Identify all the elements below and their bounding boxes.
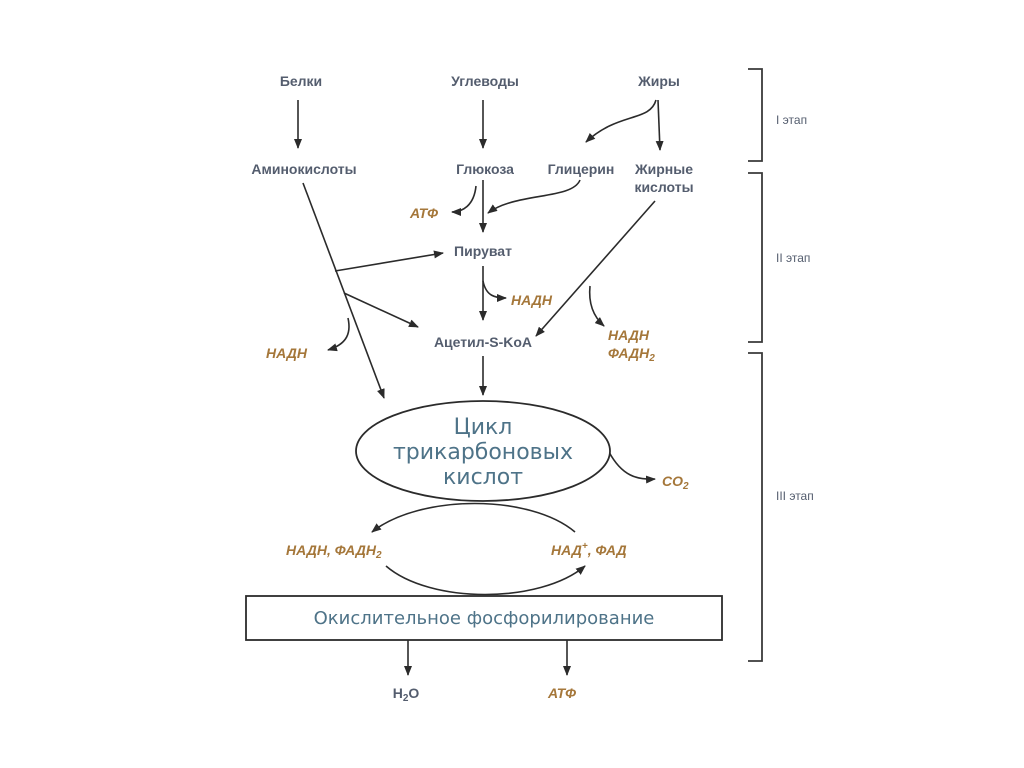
oxphos-label: Окислительное фосфорилирование <box>314 608 655 629</box>
proteins-label: Белки <box>280 73 322 89</box>
arrow-fats-to-fatty-acids <box>655 99 664 151</box>
fadh2-fatty-label: ФАДН2 <box>608 345 655 364</box>
stage2-label: II этап <box>776 251 810 265</box>
arrow-fatty-acids-to-nadh <box>588 285 605 327</box>
nad-fad-label: НАД+, ФАД <box>551 541 627 558</box>
krebs-cycle-ellipse <box>355 400 611 502</box>
stage3-bracket <box>748 352 763 662</box>
glycerol-label: Глицерин <box>548 161 615 177</box>
arrow-nad-to-nadh-cycle <box>371 502 576 533</box>
fats-label: Жиры <box>637 73 680 89</box>
arrow-fats-to-glycerol <box>585 99 657 143</box>
arrow-amino-to-pyruvate <box>334 250 444 272</box>
glucose-label: Глюкоза <box>456 161 514 177</box>
arrow-amino-to-acetyl <box>343 292 419 328</box>
fatty-acids-label-line2: кислоты <box>634 179 693 195</box>
krebs-cycle-line1: Цикл <box>454 415 513 440</box>
nadh-fatty-label: НАДН <box>608 327 650 343</box>
arrow-nadh-cycle-to-nad <box>385 565 586 596</box>
arrow-amino-to-krebs <box>302 182 385 399</box>
stage2-bracket <box>748 172 763 343</box>
stage1-label: I этап <box>776 113 807 127</box>
pyruvate-label: Пируват <box>454 243 512 259</box>
arrow-amino-to-nadh <box>327 317 350 352</box>
atf-bottom-label: АТФ <box>547 685 576 701</box>
nadh-amino-label: НАДН <box>266 345 308 361</box>
krebs-cycle-line2: трикарбоновых <box>393 440 573 465</box>
atf-top-label: АТФ <box>409 205 438 221</box>
krebs-cycle-line3: кислот <box>443 465 523 490</box>
arrow-fatty-acids-to-acetyl <box>535 200 656 337</box>
arrow-krebs-to-co2 <box>608 451 656 484</box>
h2o-label: H2O <box>393 685 420 704</box>
nadh-pyruvate-label: НАДН <box>511 292 553 308</box>
co2-label: CO2 <box>662 473 689 492</box>
amino-acids-label: Аминокислоты <box>251 161 356 177</box>
arrow-glucose-to-atf <box>451 185 477 216</box>
arrow-pyruvate-to-nadh <box>482 280 507 302</box>
arrow-glycerol-to-pyruvate <box>487 179 581 214</box>
nadh-fadh2-cycle-label: НАДН, ФАДН2 <box>286 542 382 561</box>
oxphos-box <box>245 595 723 641</box>
acetyl-coa-label: Ацетил-S-KoA <box>434 334 532 350</box>
carbs-label: Углеводы <box>451 73 519 89</box>
stage1-bracket <box>748 68 763 162</box>
fatty-acids-label-line1: Жирные <box>634 161 693 177</box>
stage3-label: III этап <box>776 489 814 503</box>
